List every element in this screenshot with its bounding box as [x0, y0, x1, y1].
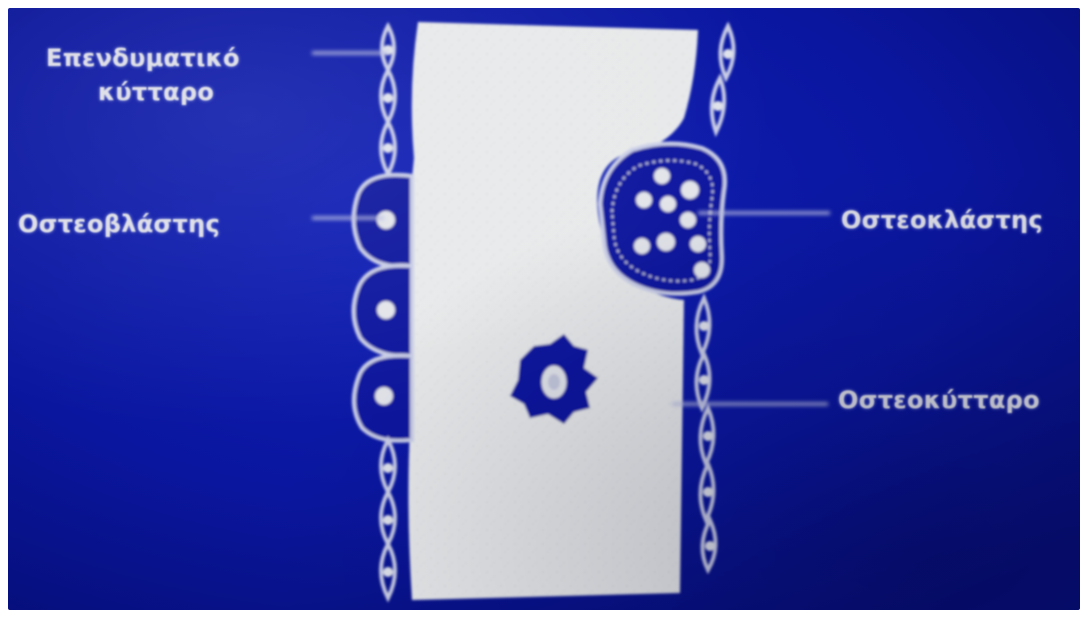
osteoclast-label: Οστεοκλάστης	[841, 206, 1043, 235]
osteoblasts	[353, 175, 412, 441]
osteoclast	[600, 143, 725, 293]
bone-matrix	[407, 22, 698, 600]
osteoblast-label: Οστεοβλάστης	[18, 210, 220, 239]
lining-cell-label-line2: κύτταρο	[98, 78, 214, 107]
diagram-photo: Επενδυματικό κύτταρο Οστεοβλάστης Οστεοκ…	[8, 8, 1080, 610]
osteocyte-label: Οστεοκύτταρο	[838, 386, 1040, 415]
lining-cells-left-top	[381, 26, 395, 174]
lining-cell-label-line1: Επενδυματικό	[46, 44, 240, 73]
